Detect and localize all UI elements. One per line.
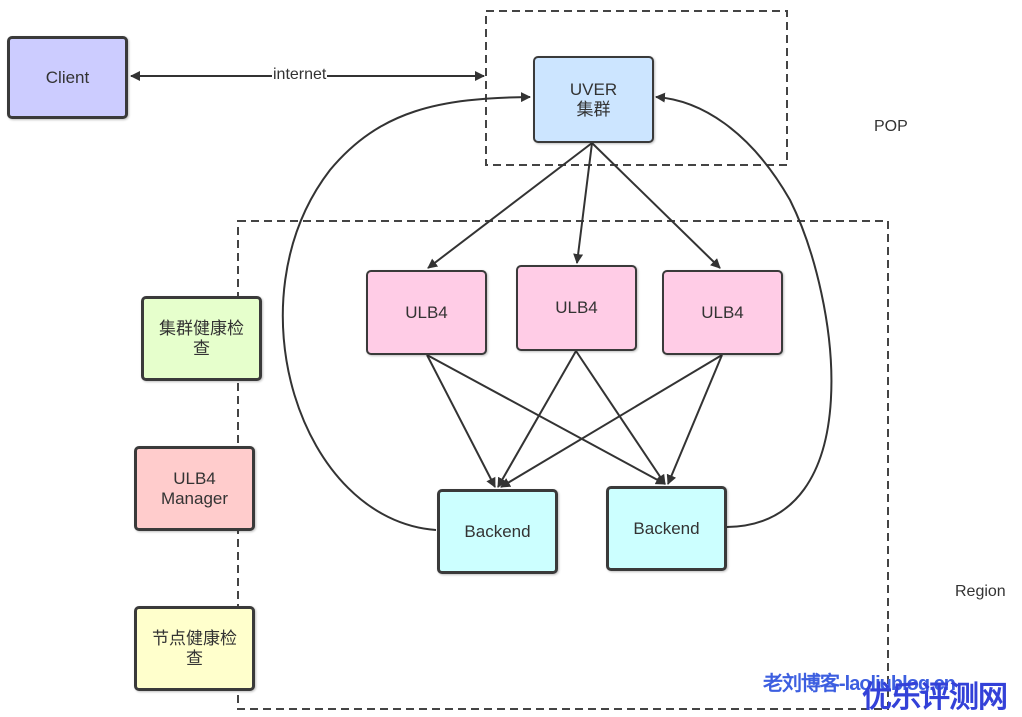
ulb4-node-right[interactable]: ULB4 — [662, 270, 783, 355]
uver-label-line1: UVER — [569, 79, 618, 99]
backend-node-right[interactable]: Backend — [606, 486, 727, 571]
edge-uver-ulb4-left — [427, 142, 593, 269]
edge-uver-ulb4-right — [591, 142, 721, 269]
node-health-line2: 查 — [186, 648, 203, 668]
backend-right-label: Backend — [633, 518, 700, 538]
ulb4-manager-node[interactable]: ULB4 Manager — [134, 446, 255, 531]
node-health-line1: 节点健康检 — [152, 628, 237, 648]
site-watermark: 优乐评测网 — [862, 681, 1008, 714]
region-label: Region — [955, 583, 1006, 600]
cluster-health-line1: 集群健康检 — [159, 318, 244, 338]
blog-watermark: 老刘博客-laoliublog.cn — [763, 673, 956, 695]
ulb4-mid-label: ULB4 — [555, 298, 598, 318]
node-health-check-node[interactable]: 节点健康检 查 — [134, 606, 255, 691]
ulb4-node-middle[interactable]: ULB4 — [516, 265, 637, 351]
cluster-health-line2: 查 — [193, 338, 210, 358]
backend-node-left[interactable]: Backend — [437, 489, 558, 574]
ulb4-right-label: ULB4 — [701, 302, 744, 322]
uver-label-line2: 集群 — [576, 99, 611, 119]
uver-cluster-node[interactable]: UVER 集群 — [533, 56, 654, 143]
edge-ulb4-mid-backend-right — [575, 350, 666, 485]
edge-backend-left-uver — [281, 92, 531, 531]
backend-left-label: Backend — [464, 521, 531, 541]
ulb4-left-label: ULB4 — [405, 302, 448, 322]
pop-region-boundary — [485, 10, 788, 166]
edge-uver-ulb4-mid — [573, 142, 593, 264]
edge-ulb4-left-backend-right — [426, 354, 666, 485]
edge-ulb4-right-backend-left — [500, 354, 723, 488]
client-label: Client — [45, 67, 90, 87]
ulb4-node-left[interactable]: ULB4 — [366, 270, 487, 355]
client-node[interactable]: Client — [7, 36, 128, 119]
pop-region-label: POP — [874, 118, 908, 135]
ulb4-manager-line1: ULB4 — [173, 468, 216, 488]
edge-ulb4-mid-backend-left — [497, 350, 577, 488]
edge-ulb4-right-backend-right — [666, 354, 723, 485]
edge-ulb4-left-backend-left — [426, 354, 496, 488]
edge-backend-right-uver — [655, 92, 833, 528]
ulb4-manager-line2: Manager — [160, 488, 229, 508]
internet-edge-label: internet — [272, 66, 328, 84]
cluster-health-check-node[interactable]: 集群健康检 查 — [141, 296, 262, 381]
